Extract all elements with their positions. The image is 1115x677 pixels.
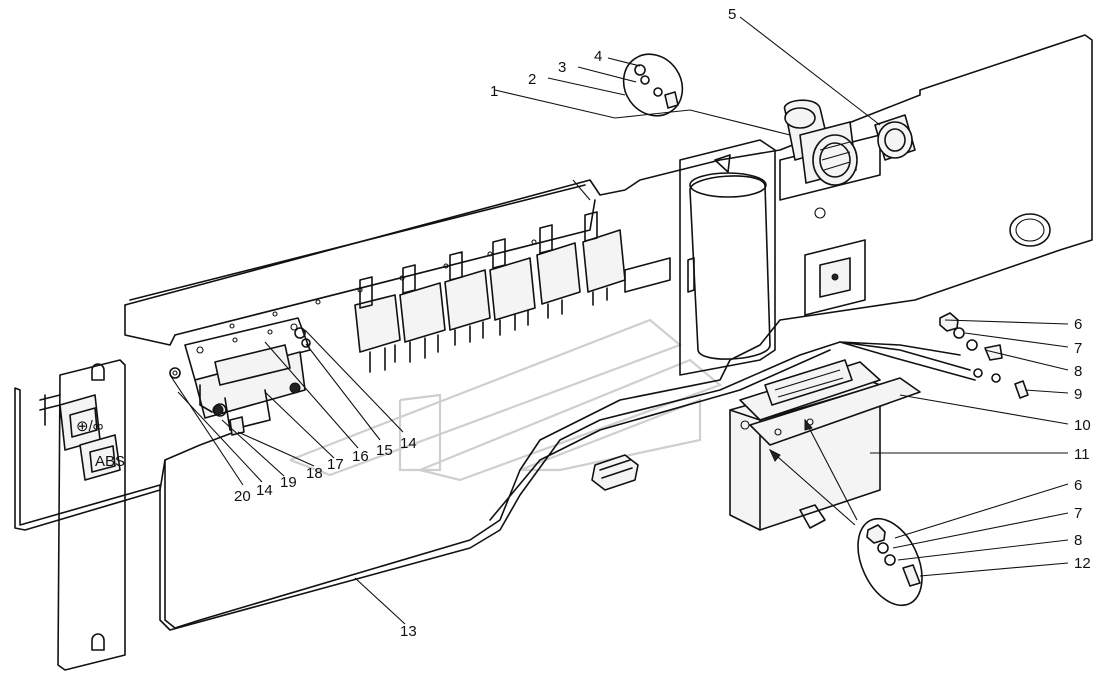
callout-4: 4 [594,48,602,65]
callout-6-bottom: 6 [1074,477,1082,494]
relay-1 [354,276,401,373]
callout-10: 10 [1074,417,1091,434]
callout-15: 15 [376,442,393,459]
callout-7-bottom: 7 [1074,505,1082,522]
callout-18: 18 [306,465,323,482]
callout-11: 11 [1074,446,1090,463]
leader-lines [169,16,1069,625]
relay-5 [536,224,581,319]
callout-14-upper: 14 [400,435,417,452]
hardware-top [622,53,684,117]
hardware-right-bottom [857,517,923,607]
callout-labels: 1 2 3 4 5 6 7 8 9 10 11 6 7 8 12 13 14 1… [234,6,1091,640]
harness-connector [591,454,639,491]
callout-13: 13 [400,623,417,640]
switch-upper-label: ⊕/∞ [76,418,104,435]
left-cover-plate [14,359,161,671]
ecu-unit [729,359,881,531]
ecu-bracket [749,377,921,446]
washer-20 [169,367,181,379]
callout-8-bottom: 8 [1074,532,1082,549]
screw-18 [229,416,245,436]
relay-4 [489,238,536,336]
callout-9: 9 [1074,386,1082,403]
callout-5: 5 [728,6,736,23]
callout-19: 19 [280,474,297,491]
socket-connector [784,99,858,186]
hardware-right-top [939,312,1029,399]
callout-3: 3 [558,59,566,76]
callout-1: 1 [490,83,498,100]
control-module [194,344,306,431]
callout-7-top: 7 [1074,340,1082,357]
relay-row [354,211,626,373]
callout-2: 2 [528,71,536,88]
relay-6 [582,211,626,306]
relay-2 [399,264,446,363]
plug-5 [874,114,916,161]
callout-20: 20 [234,488,251,505]
switch-lower-label: ABS [95,453,125,470]
switch-block: ⊕/∞ ABS [39,394,125,481]
cable-harness [159,341,976,631]
callout-17: 17 [327,456,344,473]
square-cutout [804,239,866,316]
cylinder-bracket [624,139,776,376]
callout-14-lower: 14 [256,482,273,499]
callout-8-top: 8 [1074,363,1082,380]
relay-3 [444,251,491,346]
callout-6-top: 6 [1074,316,1082,333]
callout-12: 12 [1074,555,1091,572]
callout-16: 16 [352,448,369,465]
panel-hole [1009,213,1051,247]
